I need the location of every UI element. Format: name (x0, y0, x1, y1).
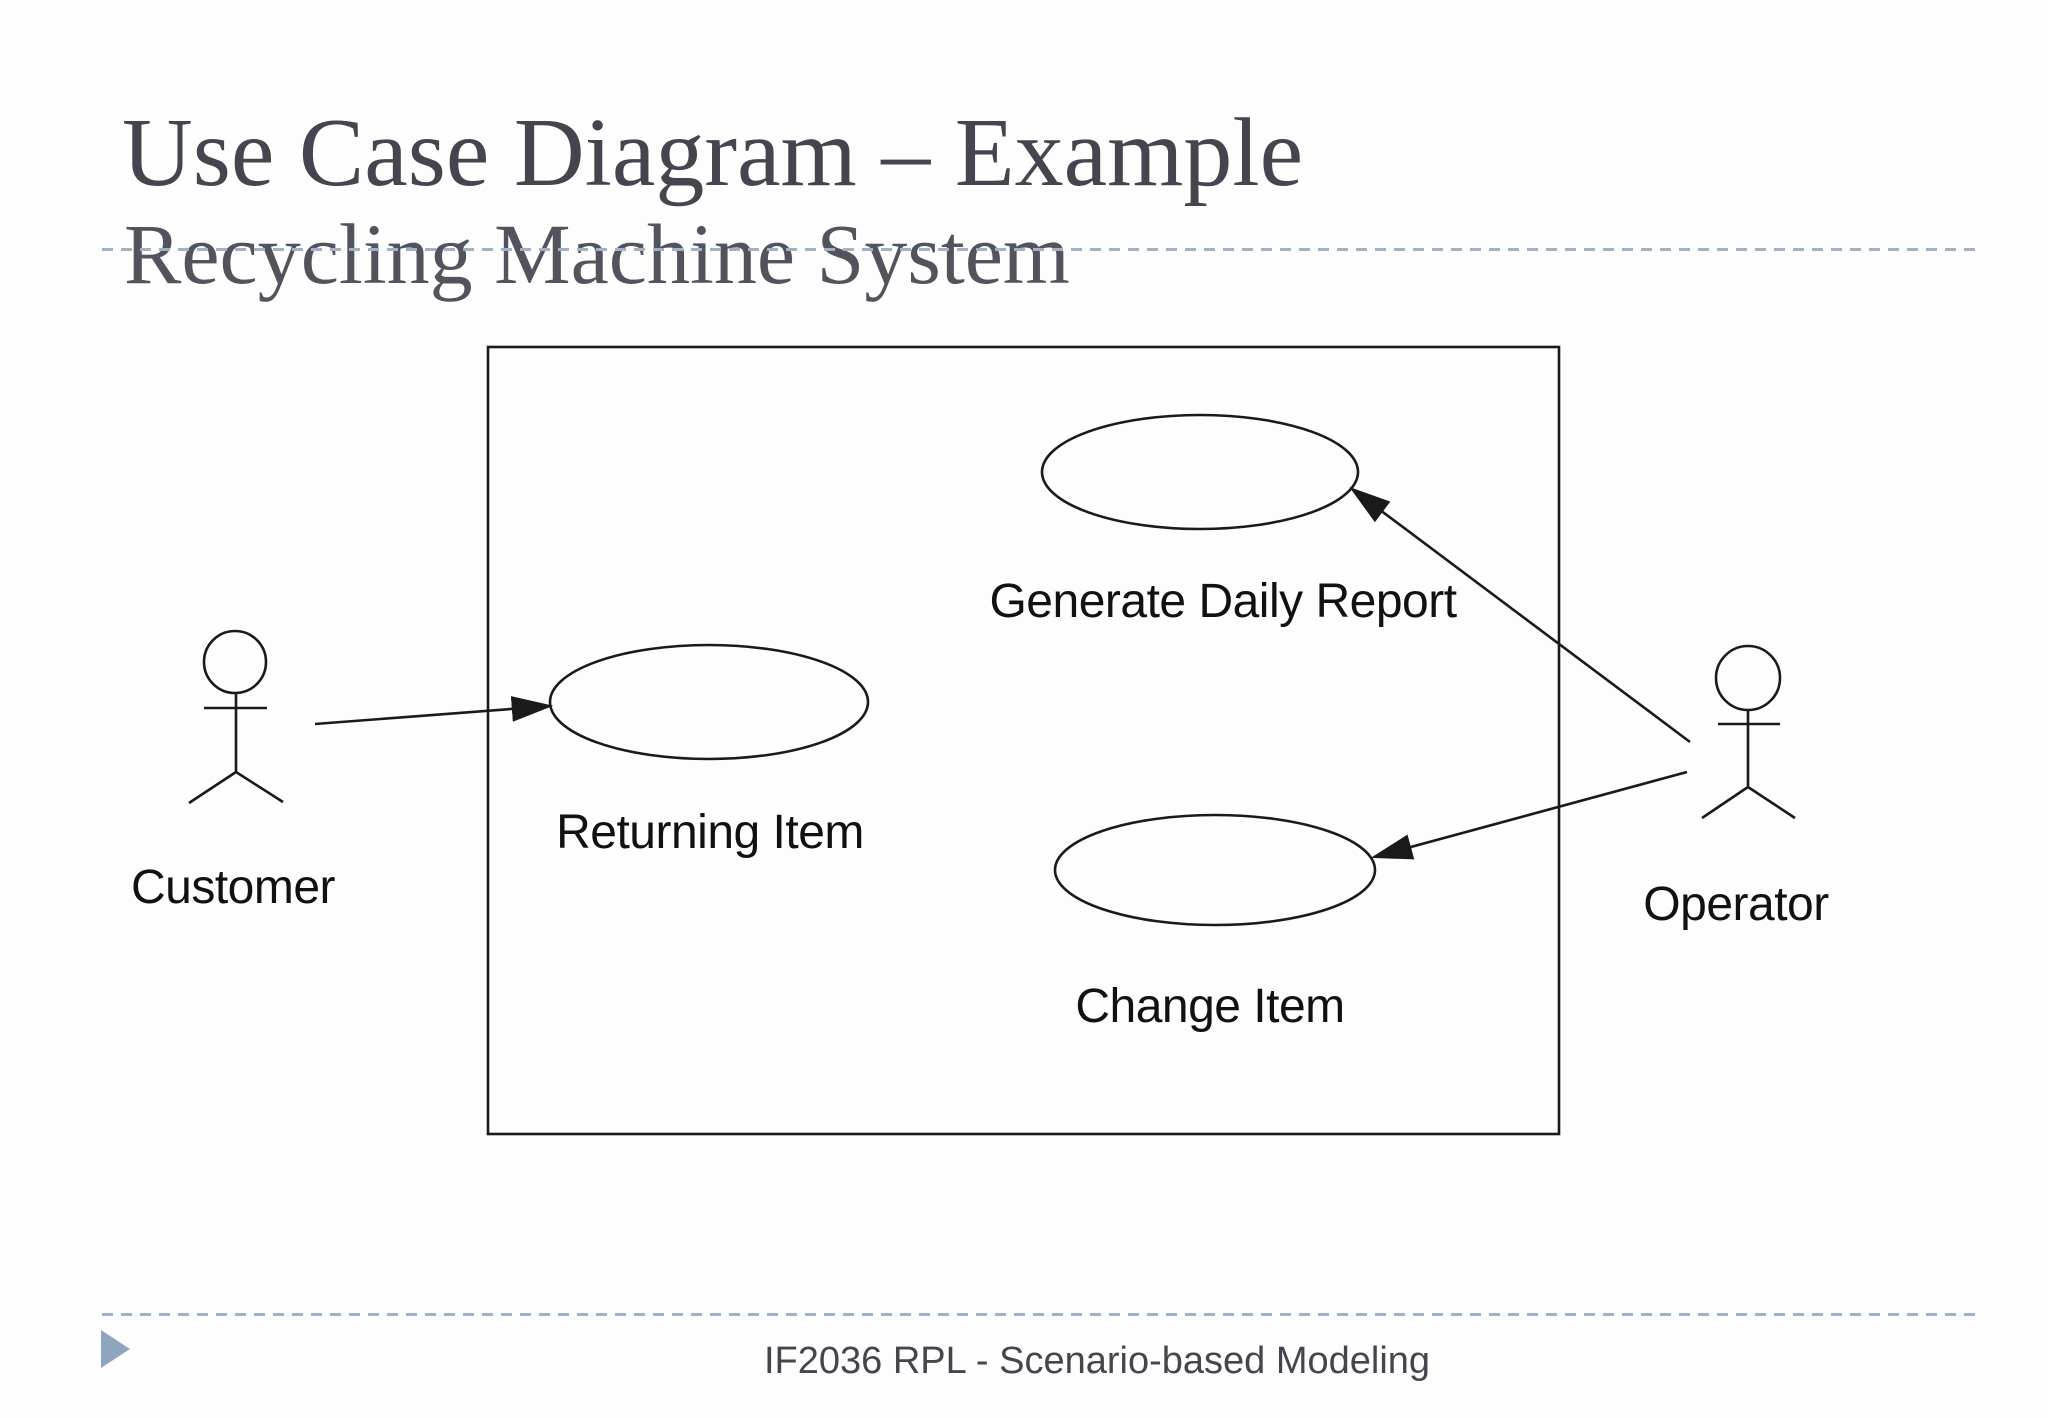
association-operator-generate-daily-report (1349, 487, 1691, 744)
page-subtitle: Recycling Machine System (124, 206, 1070, 303)
use-case-ellipse-generate-daily-report (1040, 413, 1360, 531)
customer-actor-right-leg (235, 770, 284, 804)
actor-label-operator: Operator (1643, 878, 1829, 931)
actor-label-customer: Customer (131, 861, 336, 914)
customer-actor-icon (188, 629, 284, 805)
association-operator-change-item (1370, 770, 1688, 860)
use-case-ellipse-change-item (1053, 813, 1377, 927)
use-case-label-change-item: Change Item (1075, 980, 1344, 1033)
header-divider (102, 248, 1978, 251)
operator-actor-head (1714, 644, 1782, 712)
operator-actor-left-leg (1701, 785, 1749, 820)
system-boundary-box (486, 345, 1561, 1136)
operator-actor-right-leg (1747, 785, 1796, 820)
use-case-label-returning-item: Returning Item (556, 806, 864, 859)
association-customer-returning-item (314, 696, 554, 726)
use-case-ellipse-returning-item (548, 643, 870, 761)
use-case-label-generate-daily-report: Generate Daily Report (989, 575, 1456, 628)
page-title: Use Case Diagram – Example (122, 98, 1304, 207)
customer-actor-head (202, 629, 268, 695)
footer-divider (102, 1313, 1978, 1316)
operator-actor-icon (1701, 644, 1796, 820)
footer-bullet-icon (101, 1330, 130, 1368)
footer-caption: IF2036 RPL - Scenario-based Modeling (763, 1340, 1431, 1382)
customer-actor-left-leg (188, 770, 237, 805)
